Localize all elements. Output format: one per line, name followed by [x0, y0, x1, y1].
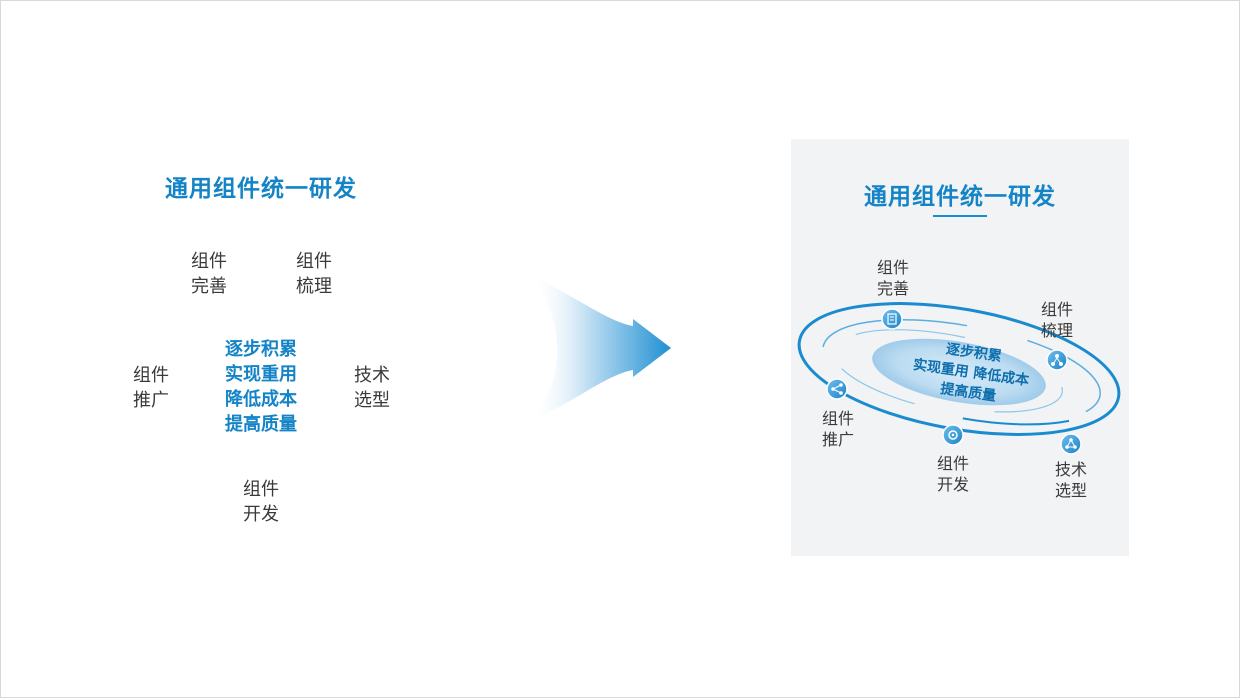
transition-arrow-icon — [531, 276, 671, 421]
orbit-diagram — [797, 302, 1121, 455]
tree-icon — [1046, 349, 1068, 371]
before-core-text: 逐步积累 实现重用 降低成本 提高质量 — [225, 339, 297, 435]
after-label-tech: 技术 选型 — [1054, 460, 1087, 500]
document-icon — [881, 308, 903, 330]
after-label-promote: 组件 推广 — [821, 409, 854, 449]
before-label-sort: 组件 梳理 — [296, 251, 332, 297]
after-label-develop: 组件 开发 — [936, 454, 969, 494]
before-label-tech: 技术 选型 — [354, 365, 390, 411]
gear-icon — [942, 424, 964, 446]
before-label-develop: 组件 开发 — [243, 479, 279, 525]
before-title: 通用组件统一研发 — [165, 176, 357, 202]
core-disc — [872, 338, 1046, 406]
after-label-sort: 组件 梳理 — [1040, 300, 1073, 340]
after-title: 通用组件统一研发 — [864, 184, 1056, 210]
network-icon — [1060, 433, 1082, 455]
inner-orbits — [822, 319, 1101, 426]
share-icon — [826, 378, 848, 400]
title-underline — [933, 215, 987, 217]
before-label-perfect: 组件 完善 — [191, 251, 227, 297]
after-label-perfect: 组件 完善 — [876, 258, 909, 298]
before-label-promote: 组件 推广 — [133, 365, 169, 411]
